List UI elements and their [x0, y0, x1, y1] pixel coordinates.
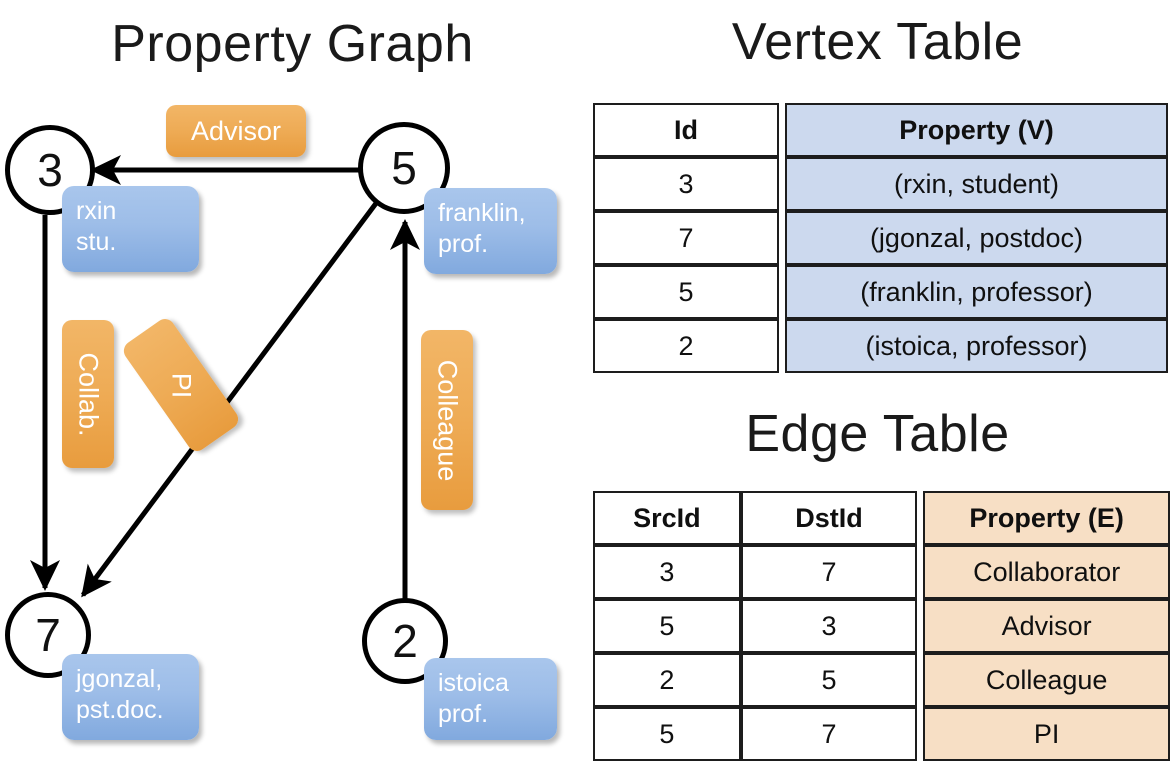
edge-cell-dstid: 3: [740, 599, 918, 653]
edge-label-collab-text: Collab.: [73, 351, 104, 437]
graph-node-2-label: 2: [392, 615, 418, 667]
edge-cell-property: Advisor: [923, 599, 1170, 653]
edge-label-pi-text: PI: [166, 372, 197, 398]
edge-label-collab: Collab.: [62, 320, 114, 468]
vertex-cell-id: 2: [593, 319, 779, 373]
table-row: 7 (jgonzal, postdoc): [593, 211, 1168, 265]
edge-cell-property: Colleague: [923, 653, 1170, 707]
edge-table: SrcId DstId Property (E) 3 7 Collaborato…: [593, 491, 1170, 761]
edge-cell-dstid: 7: [740, 707, 918, 761]
vertex-cell-id: 7: [593, 211, 779, 265]
vertex-table-header-row: Id Property (V): [593, 103, 1168, 157]
graph-node-5-label: 5: [391, 142, 417, 194]
table-row: 5 7 PI: [593, 707, 1170, 761]
vertex-property-box-jgonzal: jgonzal, pst.doc.: [62, 654, 199, 740]
vertex-property-jgonzal-line1: jgonzal,: [76, 665, 163, 693]
graph-node-5[interactable]: 5: [358, 122, 450, 214]
edge-cell-dstid: 7: [740, 545, 918, 599]
table-row: 2 (istoica, professor): [593, 319, 1168, 373]
vertex-cell-id: 3: [593, 157, 779, 211]
vertex-property-franklin-line1: franklin,: [438, 199, 526, 227]
vertex-property-box-istoica: istoica prof.: [424, 658, 557, 740]
edge-table-header-dstid: DstId: [740, 491, 918, 545]
table-row: 2 5 Colleague: [593, 653, 1170, 707]
vertex-property-istoica-line2: prof.: [438, 699, 489, 728]
vertex-table-header-id: Id: [593, 103, 779, 157]
table-row: 3 7 Collaborator: [593, 545, 1170, 599]
edge-label-advisor: Advisor: [166, 105, 306, 157]
edge-label-advisor-text: Advisor: [190, 115, 282, 146]
page-title-vertex-table: Vertex Table: [731, 13, 1024, 71]
graph-node-3-label: 3: [37, 144, 63, 196]
vertex-property-rxin-line1: rxin: [76, 197, 117, 225]
vertex-cell-property: (franklin, professor): [785, 265, 1168, 319]
vertex-property-jgonzal-line2: pst.doc.: [76, 695, 164, 724]
edge-table-header-row: SrcId DstId Property (E): [593, 491, 1170, 545]
vertex-property-box-rxin: rxin stu.: [62, 186, 199, 272]
vertex-cell-property: (istoica, professor): [785, 319, 1168, 373]
vertex-property-box-franklin: franklin, prof.: [424, 188, 557, 274]
vertex-table: Id Property (V) 3 (rxin, student) 7 (jgo…: [593, 103, 1168, 373]
graph-node-7-label: 7: [35, 609, 61, 661]
vertex-property-rxin-line2: stu.: [76, 227, 117, 256]
edge-5-to-7-pi: [80, 200, 380, 598]
page-title-property-graph: Property Graph: [111, 15, 474, 73]
vertex-cell-property: (jgonzal, postdoc): [785, 211, 1168, 265]
edge-cell-srcid: 5: [593, 599, 741, 653]
vertex-cell-property: (rxin, student): [785, 157, 1168, 211]
vertex-property-franklin-line2: prof.: [438, 229, 489, 258]
vertex-property-istoica-line1: istoica: [438, 669, 509, 697]
edge-label-colleague-text: Colleague: [432, 359, 463, 481]
edge-table-header-srcid: SrcId: [593, 491, 741, 545]
edge-cell-srcid: 5: [593, 707, 741, 761]
graph-node-2[interactable]: 2: [362, 598, 448, 684]
edge-label-colleague: Colleague: [421, 330, 473, 510]
edge-cell-srcid: 3: [593, 545, 741, 599]
edge-cell-dstid: 5: [740, 653, 918, 707]
graph-edges-svg: [30, 155, 420, 600]
page-title-edge-table: Edge Table: [745, 405, 1010, 463]
vertex-table-header-property: Property (V): [785, 103, 1168, 157]
edge-table-header-property: Property (E): [923, 491, 1170, 545]
table-row: 5 3 Advisor: [593, 599, 1170, 653]
edge-cell-property: PI: [923, 707, 1170, 761]
table-row: 5 (franklin, professor): [593, 265, 1168, 319]
table-row: 3 (rxin, student): [593, 157, 1168, 211]
vertex-cell-id: 5: [593, 265, 779, 319]
edge-cell-property: Collaborator: [923, 545, 1170, 599]
edge-cell-srcid: 2: [593, 653, 741, 707]
property-graph-diagram: 3 5 7 2 rxin stu. franklin, prof. jgonza…: [0, 0, 585, 760]
